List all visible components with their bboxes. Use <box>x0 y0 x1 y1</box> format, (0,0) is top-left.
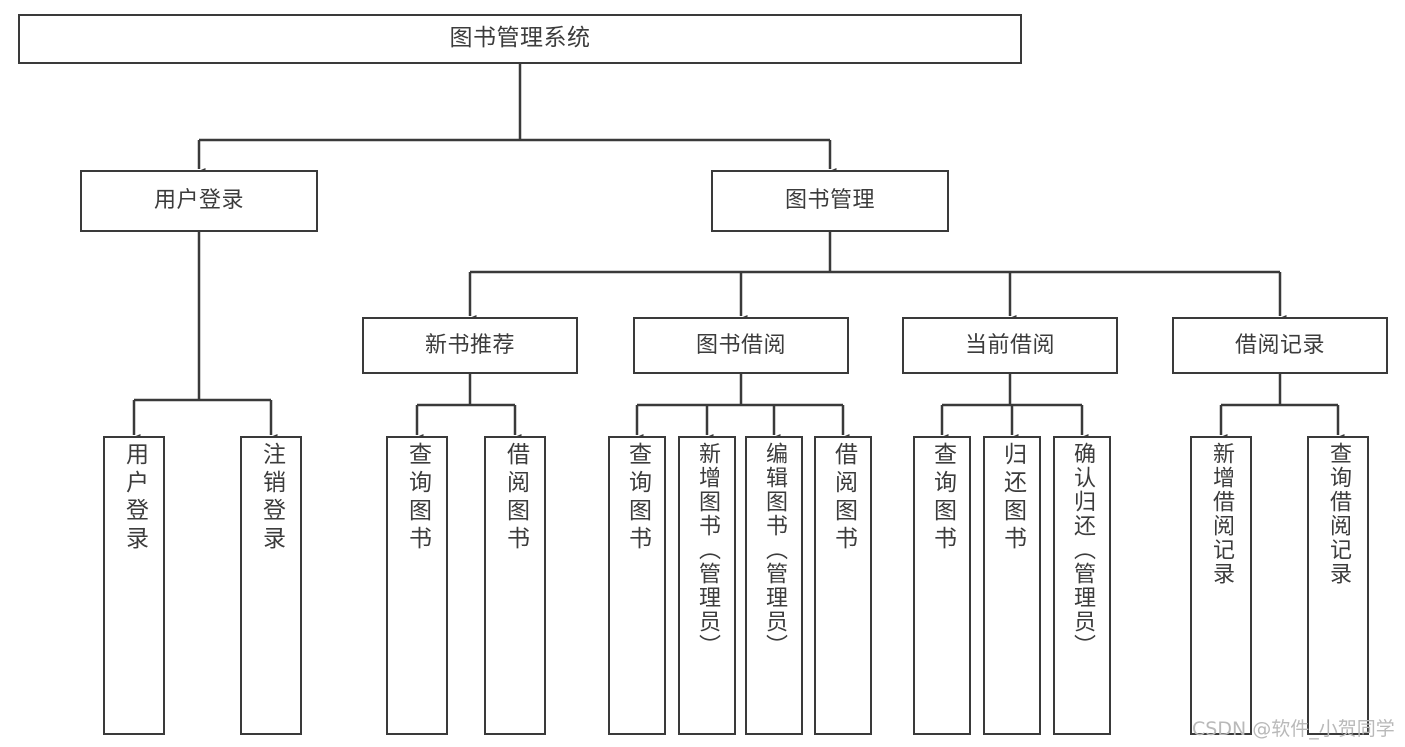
node-leaf7[interactable]: 编辑图书（管理员） <box>745 436 803 735</box>
node-leaf8[interactable]: 借阅图书 <box>814 436 872 735</box>
node-label: 图书管理系统 <box>449 25 591 52</box>
node-root[interactable]: 图书管理系统 <box>18 14 1022 64</box>
node-leaf6[interactable]: 新增图书（管理员） <box>678 436 736 735</box>
node-label: 确认归还（管理员） <box>1070 442 1095 658</box>
node-label: 查询图书 <box>404 442 431 554</box>
node-bookmgmt[interactable]: 图书管理 <box>711 170 949 232</box>
node-leaf9[interactable]: 查询图书 <box>913 436 971 735</box>
node-login[interactable]: 用户登录 <box>80 170 318 232</box>
node-leaf12[interactable]: 新增借阅记录 <box>1190 436 1252 735</box>
node-leaf4[interactable]: 借阅图书 <box>484 436 546 735</box>
node-newbook[interactable]: 新书推荐 <box>362 317 578 374</box>
node-leaf3[interactable]: 查询图书 <box>386 436 448 735</box>
node-label: 查询图书 <box>624 442 651 554</box>
node-label: 注销登录 <box>258 442 285 554</box>
node-label: 图书借阅 <box>695 332 786 358</box>
node-label: 查询图书 <box>929 442 956 554</box>
node-label: 新增图书（管理员） <box>695 442 720 658</box>
node-leaf13[interactable]: 查询借阅记录 <box>1307 436 1369 735</box>
node-label: 查询借阅记录 <box>1326 442 1351 586</box>
node-leaf2[interactable]: 注销登录 <box>240 436 302 735</box>
node-label: 归还图书 <box>999 442 1026 554</box>
node-label: 编辑图书（管理员） <box>762 442 787 658</box>
node-label: 用户登录 <box>153 188 244 214</box>
node-label: 图书管理 <box>784 188 875 214</box>
node-label: 新增借阅记录 <box>1209 442 1234 586</box>
node-label: 借阅图书 <box>830 442 857 554</box>
node-label: 新书推荐 <box>424 332 515 358</box>
node-borrow[interactable]: 图书借阅 <box>633 317 849 374</box>
watermark: CSDN @软件_小贺同学 <box>1192 718 1395 740</box>
node-records[interactable]: 借阅记录 <box>1172 317 1388 374</box>
node-leaf5[interactable]: 查询图书 <box>608 436 666 735</box>
node-label: 用户登录 <box>121 442 148 554</box>
node-leaf1[interactable]: 用户登录 <box>103 436 165 735</box>
node-label: 借阅记录 <box>1234 332 1325 358</box>
node-leaf11[interactable]: 确认归还（管理员） <box>1053 436 1111 735</box>
node-current[interactable]: 当前借阅 <box>902 317 1118 374</box>
node-label: 借阅图书 <box>502 442 529 554</box>
node-leaf10[interactable]: 归还图书 <box>983 436 1041 735</box>
node-label: 当前借阅 <box>964 332 1055 358</box>
